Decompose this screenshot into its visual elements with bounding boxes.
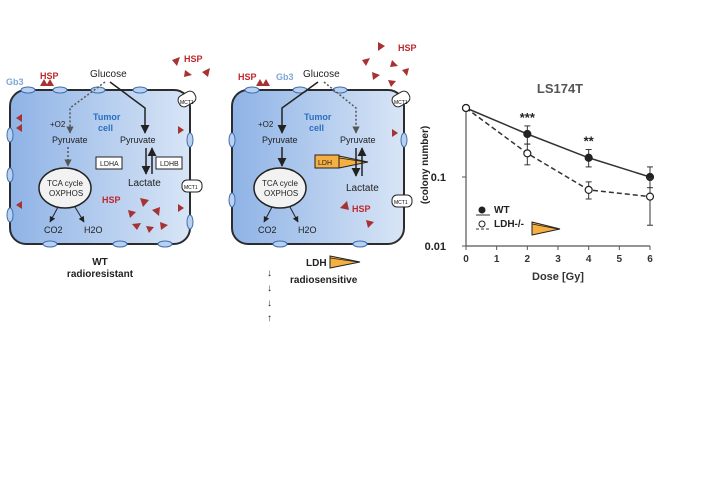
wt-caption: WT [92,257,108,268]
glucose-label: Glucose [303,69,340,80]
series-line [465,107,651,198]
ldh-caption: LDH [306,258,327,269]
lactate-label: Lactate [128,178,161,189]
hsp-label: HSP [184,54,203,64]
chart-title: LS174T [537,81,583,96]
chart-ticks: 0 1 2 3 4 5 6 0.1 0.01 [425,172,654,265]
chart-legend: WT LDH-/- [476,205,561,236]
mct-transporters: MCT1 MCT1 [177,90,203,193]
mct-label: MCT1 [184,185,198,191]
hsp-label: HSP [238,72,257,82]
tca-label: TCA cycle [262,179,299,188]
h2o-label: H2O [298,225,317,235]
legend-label: LDH-/- [494,219,524,230]
ldhb-label: LDHB [160,161,179,168]
gb3-label: Gb3 [6,77,24,87]
ldhb-box [155,156,183,170]
wt-caption-sub: radioresistant [67,269,134,280]
change-arrow: ↓ [267,298,272,309]
data-point [523,149,532,158]
tca-label: TCA cycle [47,179,84,188]
hsp-inner-triangles [128,198,168,233]
x-tick-label: 4 [586,254,592,265]
y-tick-label: 0.1 [431,172,446,184]
significance-label: *** [520,110,536,125]
data-point [584,185,593,195]
h2o-label: H2O [84,225,103,235]
oxphos-label: OXPHOS [264,189,298,198]
mct-label: MCT1 [394,100,408,106]
pyruvate-right: Pyruvate [120,135,156,145]
data-point [523,129,532,139]
hsp-inner-triangles [340,201,374,228]
mct-transporters: MCT1 MCT1 [391,90,413,208]
x-tick-label: 2 [525,254,531,265]
change-arrow: ↓ [267,283,272,294]
x-tick-label: 5 [617,254,623,265]
co2-label: CO2 [258,225,277,235]
hsp-label: HSP [398,43,417,53]
mct-label: MCT1 [180,100,194,106]
data-point [645,192,655,201]
gb3-receptors [6,86,194,248]
ldha-box [95,156,123,170]
change-arrow: ↑ [267,313,272,324]
chart-series [461,103,655,226]
ldha-label: LDHA [100,161,119,168]
series-line [465,107,651,178]
ldh-caption-sub: radiosensitive [290,275,358,286]
x-tick-label: 0 [463,254,469,265]
tumor-label: Tumor [93,112,121,122]
pathway-arrows [263,81,367,223]
significance-label: ** [584,134,595,149]
ldh-panel: MCT1 MCT1 HSP Gb3 HSP HSP Glucose +O2 Py… [228,42,417,324]
hsp-free-triangles [362,42,409,87]
data-point [461,103,471,113]
tumor-label: cell [98,123,113,133]
o2-label: +O2 [258,120,274,129]
gb3-label: Gb3 [276,72,294,82]
x-tick-label: 6 [647,254,653,265]
y-axis-label: (colony number) [420,126,431,204]
hsp-membrane-triangles [16,79,184,212]
knockout-icon [329,255,361,269]
pyruvate-left: Pyruvate [262,135,298,145]
glucose-label: Glucose [90,69,127,80]
tumor-label: Tumor [304,112,332,122]
lactate-label: Lactate [346,183,379,194]
hsp-membrane-triangles [256,79,398,137]
wt-panel: MCT1 MCT1 Gb3 HSP HSP HSP Glucose +O2 Py… [6,54,210,280]
x-tick-label: 3 [555,254,561,265]
gb3-receptors [228,86,408,248]
y-tick-label: 0.01 [425,241,446,253]
mitochondria [253,167,307,209]
hsp-label: HSP [40,71,59,81]
pyruvate-left: Pyruvate [52,135,88,145]
oxphos-label: OXPHOS [49,189,83,198]
pyruvate-right: Pyruvate [340,135,376,145]
legend-marker [478,220,486,228]
hsp-free-triangles [172,57,210,77]
mct-label: MCT1 [394,200,408,206]
mitochondria [38,167,92,209]
hsp-label: HSP [102,195,121,205]
x-tick-label: 1 [494,254,500,265]
chart-significance: ***** [520,110,595,149]
ldh-box-label: LDH [318,160,332,167]
co2-label: CO2 [44,225,63,235]
change-arrow: ↓ [267,268,272,279]
legend-marker [478,206,486,214]
pathway-arrows [49,81,157,223]
hsp-label: HSP [352,204,371,214]
knockout-icon [531,223,559,230]
o2-label: +O2 [50,120,66,129]
tumor-label: cell [309,123,324,133]
legend-label: WT [494,205,510,216]
data-point [584,153,593,162]
x-axis-label: Dose [Gy] [532,271,584,283]
